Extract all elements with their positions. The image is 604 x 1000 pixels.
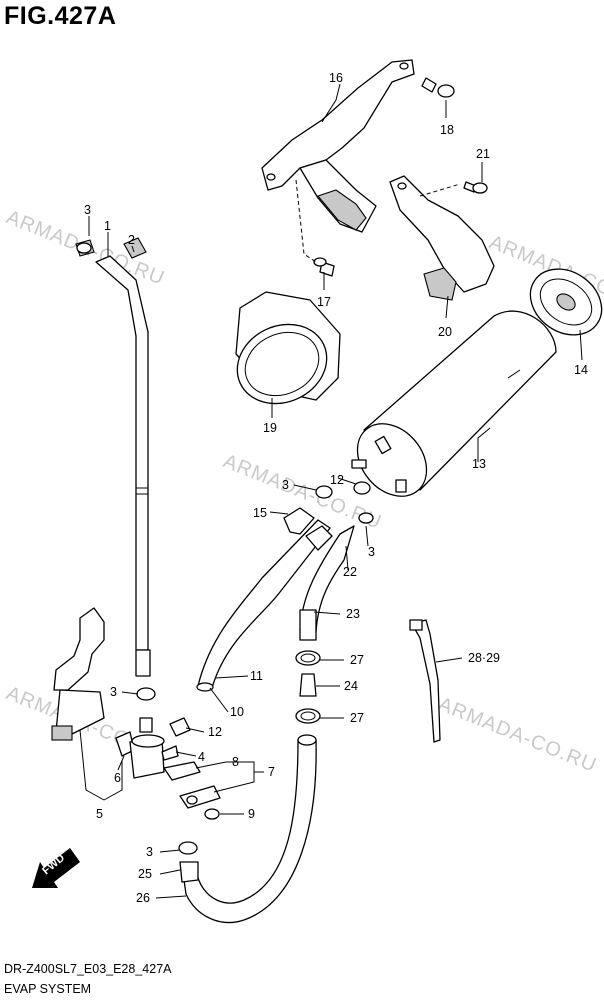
leader-lines: [79, 83, 583, 899]
callout-11: 11: [250, 669, 263, 683]
callout-19: 19: [263, 421, 277, 435]
callout-21: 21: [476, 147, 490, 161]
clamp-27-lower: [295, 708, 321, 724]
callout-6: 6: [114, 771, 121, 785]
callout-4: 4: [198, 750, 205, 764]
callout-2: 2: [128, 233, 135, 247]
callout-12-mid: 12: [330, 473, 344, 487]
clamp-3-top: [75, 239, 95, 257]
callout-3: 3: [84, 203, 91, 217]
callout-25: 25: [138, 867, 152, 881]
hose-26: [183, 734, 317, 924]
callout-9: 9: [248, 807, 255, 821]
callout-13: 13: [472, 457, 486, 471]
callout-17: 17: [317, 295, 331, 309]
clamp-3-bottom: [178, 841, 198, 855]
callouts: 3 1 2 16 18 21 17 20 14 19 13 3 12 15 3 …: [84, 71, 588, 905]
canister-13: [351, 310, 557, 497]
callout-22: 22: [343, 565, 357, 579]
figure-name: EVAP SYSTEM: [4, 982, 92, 996]
valve-4: [129, 717, 179, 779]
callout-28-29: 28·29: [468, 651, 500, 665]
callout-1: 1: [104, 219, 111, 233]
callout-15: 15: [253, 506, 267, 520]
watermark-5: ARMADA-CO.RU: [435, 693, 600, 777]
bracket-5: [51, 607, 105, 741]
callout-16: 16: [329, 71, 343, 85]
callout-18: 18: [440, 123, 454, 137]
hose-23: [299, 609, 317, 641]
figure-title: FIG.427A: [4, 2, 117, 30]
filter-19: [235, 291, 341, 405]
plug-15: [283, 507, 315, 535]
fitting-25: [179, 861, 199, 883]
bolt-21: [463, 181, 488, 194]
clamp-27-upper: [295, 650, 321, 666]
callout-27-lower: 27: [350, 711, 364, 725]
hose-11: [196, 519, 331, 692]
figure-code: DR-Z400SL7_E03_E28_427A: [4, 962, 172, 976]
bolt-18: [421, 77, 455, 98]
hose-1-2: [95, 237, 151, 677]
clamp-12-lower: [169, 717, 191, 737]
bracket-16: [261, 59, 415, 233]
callout-26: 26: [136, 891, 150, 905]
clip-8: [163, 761, 221, 809]
clamp-12-mid: [353, 481, 371, 495]
callout-7: 7: [268, 765, 275, 779]
callout-10: 10: [230, 705, 244, 719]
callout-3-bottom: 3: [146, 845, 153, 859]
cable-tie-28-29: [409, 619, 441, 743]
callout-23: 23: [346, 607, 360, 621]
joint-24: [299, 673, 317, 697]
callout-3-left: 3: [110, 685, 117, 699]
callout-12-lower: 12: [208, 725, 222, 739]
clamp-3-mid: [315, 485, 374, 524]
callout-24: 24: [344, 679, 358, 693]
fwd-arrow: FWD: [32, 848, 80, 888]
callout-5: 5: [96, 807, 103, 821]
callout-20: 20: [438, 325, 452, 339]
callout-8: 8: [232, 755, 239, 769]
callout-3-mid: 3: [282, 478, 289, 492]
clamp-3-lower: [136, 687, 156, 701]
screw-9: [204, 808, 220, 820]
callout-14: 14: [574, 363, 588, 377]
callout-27-upper: 27: [350, 653, 364, 667]
callout-3-right: 3: [368, 545, 375, 559]
bracket-20: [389, 175, 495, 301]
cap-14: [529, 268, 603, 336]
bolt-17: [313, 257, 335, 277]
